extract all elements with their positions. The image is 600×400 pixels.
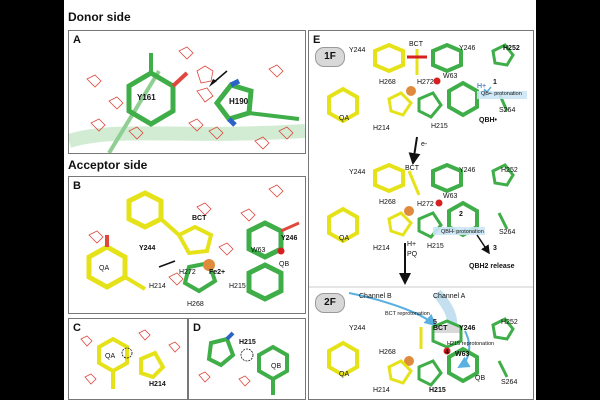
label-release: QBH2 release [469,263,515,270]
panel-b: B BCT Y246 Y244 W63 QA H272 Fe [68,176,306,314]
label-protonation: QBH- protonation [441,229,484,235]
label-y244: Y244 [349,169,366,176]
label-h268: H268 [379,199,396,206]
figure: Donor side Acceptor side A Y [64,0,536,400]
acceptor-side-heading: Acceptor side [68,158,148,172]
label-bct: BCT [192,215,207,222]
panel-a-structure [69,46,305,153]
label-y244: Y244 [349,47,366,54]
step-4-number: 4 [445,349,449,356]
label-h268: H268 [379,349,396,356]
label-fe: Fe2+ [209,269,226,276]
panel-d: D H215 QB [188,318,306,400]
label-h252: H252 [501,167,518,174]
label-h214: H214 [373,245,390,252]
label-y244: Y244 [139,245,156,252]
label-h215-reprotonation: H215 reprotonation [447,341,495,347]
step-1-number: 1 [493,79,497,86]
label-bct: BCT [433,325,448,332]
label-qb: QB [475,375,486,382]
step-5-number: 5 [433,319,437,326]
panel-e: E [308,30,534,400]
panel-c: C QA H214 [68,318,188,400]
label-bct: BCT [405,165,419,172]
label-y246: Y246 [281,235,298,242]
state-1f-badge: 1F [315,47,345,67]
panel-c-letter: C [73,322,81,334]
label-h272: H272 [417,201,434,208]
right-black-margin [536,0,600,400]
label-channel-a: Channel A [433,293,466,300]
label-h272: H272 [179,269,196,276]
label-qbh: QBH• [479,117,498,124]
panel-d-structure [198,331,289,395]
label-eminus: e- [421,141,428,148]
donor-side-heading: Donor side [68,10,131,24]
label-qa: QA [339,371,350,378]
panel-c-structure [80,329,181,389]
label-h252: H252 [501,319,518,326]
label-s264: S264 [499,229,516,236]
label-h268: H268 [379,79,396,86]
label-hplus: H+ [407,241,417,248]
panel-b-letter: B [73,180,81,192]
label-y246: Y246 [459,325,476,332]
label-h252: H252 [503,45,520,52]
panel-b-structure [86,184,300,302]
label-w63: W63 [443,73,458,80]
panel-e-structure [309,42,533,387]
label-qa: QA [339,115,350,122]
label-h215: H215 [427,243,444,250]
label-qa: QA [99,265,110,272]
label-pq: PQ [407,251,418,258]
step-2-number: 2 [459,211,463,218]
label-channel-b: Channel B [359,293,392,300]
label-s264: S264 [501,379,518,386]
label-h215: H215 [431,123,448,130]
label-h215: H215 [229,283,246,290]
label-s264: S264 [499,107,516,114]
label-w63: W63 [443,193,458,200]
state-2f-badge: 2F [315,293,345,313]
label-qb: QB [271,363,282,370]
label-hplus: H+ [477,83,487,90]
panel-e-letter: E [313,34,321,46]
label-bct: BCT [409,41,423,48]
label-h190: H190 [229,97,249,106]
label-h272: H272 [417,79,434,86]
label-h215: H215 [429,387,446,394]
left-black-margin [0,0,64,400]
label-qa: QA [339,235,350,242]
label-h214: H214 [149,381,166,388]
label-h215: H215 [239,339,256,346]
label-y246: Y246 [459,45,476,52]
panel-a: A Y161 H190 [68,30,306,154]
step-3-number: 3 [493,245,497,252]
panel-a-letter: A [73,34,81,46]
label-h268: H268 [187,301,204,308]
label-y246: Y246 [459,167,476,174]
label-w63: W63 [251,247,266,254]
label-qa: QA [105,353,116,360]
label-h214: H214 [373,387,390,394]
label-h214: H214 [149,283,166,290]
label-qb: QB [279,261,290,268]
label-w63: W63 [455,351,470,358]
label-y161: Y161 [137,93,156,102]
label-y244: Y244 [349,325,366,332]
label-bct-reprotonation: BCT reprotonation [385,311,430,317]
panel-d-letter: D [193,322,201,334]
label-h214: H214 [373,125,390,132]
label-protonation: QB•- protonation [481,91,522,97]
